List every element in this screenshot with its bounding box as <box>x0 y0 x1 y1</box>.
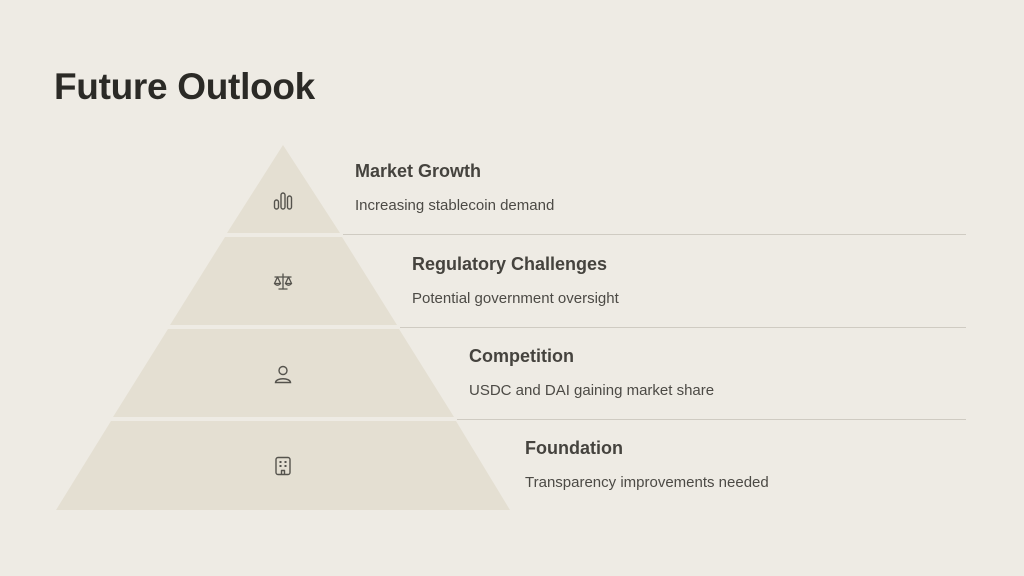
pyramid-tier-1-shape <box>227 145 340 233</box>
tier-heading: Regulatory Challenges <box>412 254 608 274</box>
tier-competition: Competition USDC and DAI gaining market … <box>469 346 714 399</box>
pyramid-tier-3-shape <box>113 329 454 417</box>
tier-description: Potential government oversight <box>412 290 619 307</box>
tier-heading: Foundation <box>525 438 623 458</box>
tier-description: Transparency improvements needed <box>525 474 769 491</box>
slide-title: Future Outlook <box>54 66 315 107</box>
building-icon <box>271 454 295 478</box>
tier-foundation: Foundation Transparency improvements nee… <box>525 438 769 491</box>
tier-heading: Market Growth <box>355 161 482 181</box>
tier-heading: Competition <box>469 346 574 366</box>
user-icon <box>271 362 295 386</box>
bar-chart-icon <box>271 189 295 213</box>
tier-regulatory-challenges: Regulatory Challenges Potential governme… <box>412 254 619 307</box>
pyramid-tier-4-shape <box>56 421 510 510</box>
tier-description: Increasing stablecoin demand <box>355 197 555 214</box>
tier-market-growth: Market Growth Increasing stablecoin dema… <box>355 161 554 214</box>
tier-description: USDC and DAI gaining market share <box>469 382 715 399</box>
scale-icon <box>271 270 295 294</box>
